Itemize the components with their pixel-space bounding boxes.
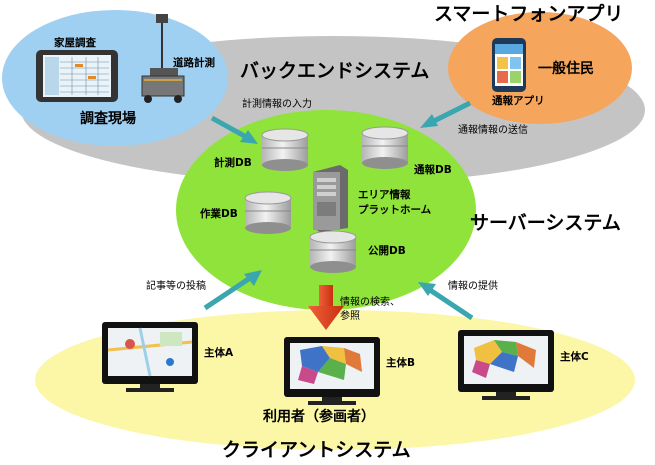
general-resident-label: 一般住民 [538, 61, 594, 77]
report-send-label: 通報情報の送信 [458, 125, 528, 136]
database-report-icon [361, 126, 409, 169]
server-system-label: サーバーシステム [470, 212, 621, 234]
entity-b-label: 主体B [386, 357, 416, 369]
database-work-icon [244, 191, 292, 234]
info-search-label: 情報の検索、 参照 [340, 297, 400, 322]
users-label: 利用者（参画者） [263, 409, 375, 425]
monitor-c-icon [458, 330, 554, 400]
road-measurement-device-icon [141, 14, 185, 103]
database-measure-icon [261, 128, 309, 171]
db-public-label: 公開DB [368, 245, 406, 257]
smartphone-app-title: スマートフォンアプリ [434, 3, 624, 25]
arrow-report-send [420, 100, 472, 128]
database-public-icon [309, 230, 357, 273]
info-provide-label: 情報の提供 [448, 281, 498, 292]
smartphone-icon [492, 38, 526, 92]
arrow-article-post [203, 270, 262, 311]
measurement-input-label: 計測情報の入力 [242, 99, 312, 110]
arrow-info-search [308, 285, 344, 330]
article-post-label: 記事等の投稿 [146, 281, 206, 292]
platform-label: エリア情報 プラットホーム [358, 189, 432, 216]
backend-system-label: バックエンドシステム [240, 60, 430, 82]
server-tower-icon [313, 165, 348, 232]
db-measure-label: 計測DB [214, 157, 252, 169]
entity-a-label: 主体A [204, 347, 234, 359]
house-survey-tablet-icon [36, 50, 118, 102]
report-app-label: 通報アプリ [492, 95, 545, 107]
field-survey-label: 調査現場 [80, 111, 136, 127]
monitor-a-icon [102, 322, 198, 392]
client-system-label: クライアントシステム [222, 439, 411, 461]
arrow-measurement-input [210, 115, 258, 144]
road-measurement-label: 道路計測 [173, 57, 215, 69]
arrow-info-provide [418, 282, 474, 321]
monitor-b-icon [284, 337, 380, 405]
house-survey-label: 家屋調査 [54, 37, 96, 49]
db-report-label: 通報DB [414, 164, 452, 176]
entity-c-label: 主体C [560, 351, 589, 363]
db-work-label: 作業DB [200, 208, 238, 220]
